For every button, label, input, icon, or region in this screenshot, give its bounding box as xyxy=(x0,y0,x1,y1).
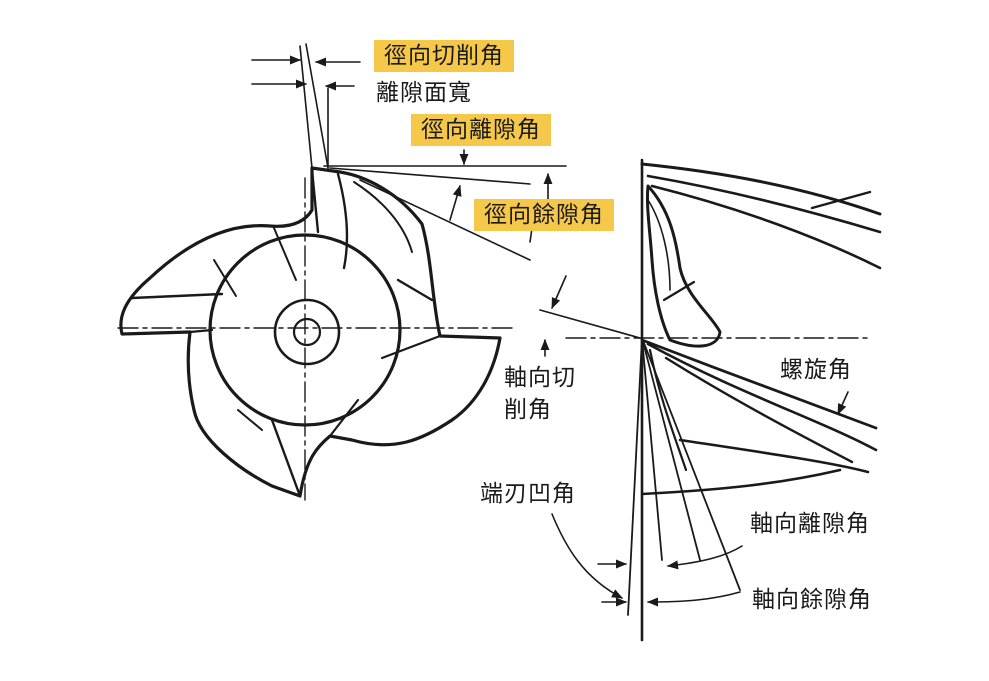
axial-rake-lines xyxy=(539,275,641,357)
label-end-concavity-angle: 端刃凹角 xyxy=(480,481,576,507)
label-radial-rake-angle: 徑向切削角 xyxy=(374,40,514,72)
cutter-cross-section xyxy=(117,166,513,501)
label-radial-secondary-clearance-angle: 徑向餘隙角 xyxy=(474,199,614,231)
label-axial-rake-angle-line2: 削角 xyxy=(504,397,552,423)
label-helix-angle: 螺旋角 xyxy=(780,357,852,383)
label-axial-rake-angle: 軸向切 削角 xyxy=(504,364,596,424)
cutter-side-view xyxy=(551,158,882,642)
label-axial-secondary-clearance-angle: 軸向餘隙角 xyxy=(752,587,872,613)
cutter-outline xyxy=(119,166,502,498)
label-axial-rake-angle-line1: 軸向切 xyxy=(504,365,576,391)
label-axial-primary-clearance-angle: 軸向離隙角 xyxy=(750,511,870,537)
label-land-width: 離隙面寬 xyxy=(376,80,472,106)
land-width-dimension xyxy=(251,43,361,169)
label-radial-primary-clearance-angle: 徑向離隙角 xyxy=(411,114,551,146)
